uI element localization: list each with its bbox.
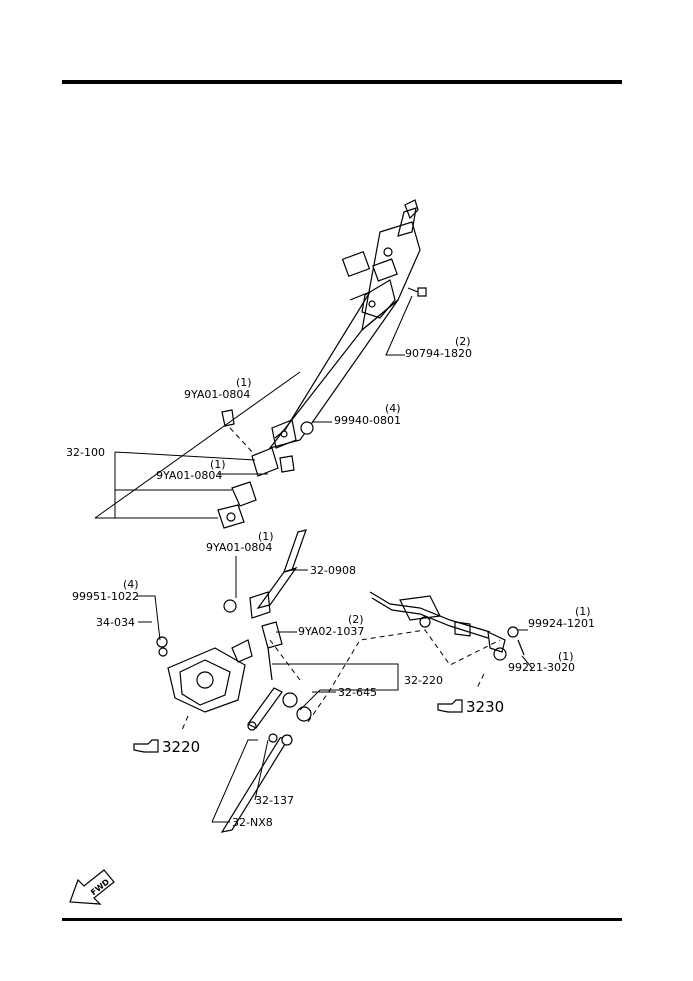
part-qty: (2) <box>455 335 471 348</box>
part-label: 99924-1201 <box>528 617 595 630</box>
part-label: 9YA01-0804 <box>156 469 222 482</box>
ref-3220[interactable]: 3220 <box>133 738 200 756</box>
part-label: 99951-1022 <box>72 590 139 603</box>
part-label: 99221-3020 <box>508 661 575 674</box>
part-qty: (4) <box>385 402 401 415</box>
bottom-rule <box>62 918 622 921</box>
part-label: 32-NX8 <box>232 816 273 829</box>
pointing-hand-icon <box>133 739 159 753</box>
leader-lines <box>94 295 533 823</box>
linkage <box>220 591 525 833</box>
part-label: 34-034 <box>96 616 135 629</box>
part-label: 9YA01-0804 <box>206 541 272 554</box>
part-qty: (1) <box>558 650 574 663</box>
part-qty: (1) <box>258 530 274 543</box>
part-qty: (1) <box>575 605 591 618</box>
ref-3230[interactable]: 3230 <box>437 698 504 716</box>
part-label: 90794-1820 <box>405 347 472 360</box>
part-label: 32-137 <box>255 794 294 807</box>
part-qty: (1) <box>236 376 252 389</box>
steering-column <box>217 199 427 529</box>
top-rule <box>62 80 622 84</box>
steering-gear <box>156 636 253 713</box>
part-label: 9YA02-1037 <box>298 625 364 638</box>
part-label: 32-220 <box>404 674 443 687</box>
part-label: 32-645 <box>338 686 377 699</box>
ref-label: 3220 <box>162 738 200 756</box>
part-qty: (2) <box>348 613 364 626</box>
intermediate-shaft <box>223 529 307 681</box>
part-label: 99940-0801 <box>334 414 401 427</box>
part-qty: (4) <box>123 578 139 591</box>
pointing-hand-icon <box>437 699 463 713</box>
part-labels: (2) 90794-1820 (1) 9YA01-0804 (4) 99940-… <box>66 335 595 829</box>
part-qty: (1) <box>210 458 226 471</box>
ref-label: 3230 <box>466 698 504 716</box>
part-label: 32-0908 <box>310 564 356 577</box>
part-label: 9YA01-0804 <box>184 388 250 401</box>
part-label: 32-100 <box>66 446 105 459</box>
fwd-arrow: FWD <box>69 869 115 905</box>
fwd-arrow-icon <box>69 869 115 905</box>
